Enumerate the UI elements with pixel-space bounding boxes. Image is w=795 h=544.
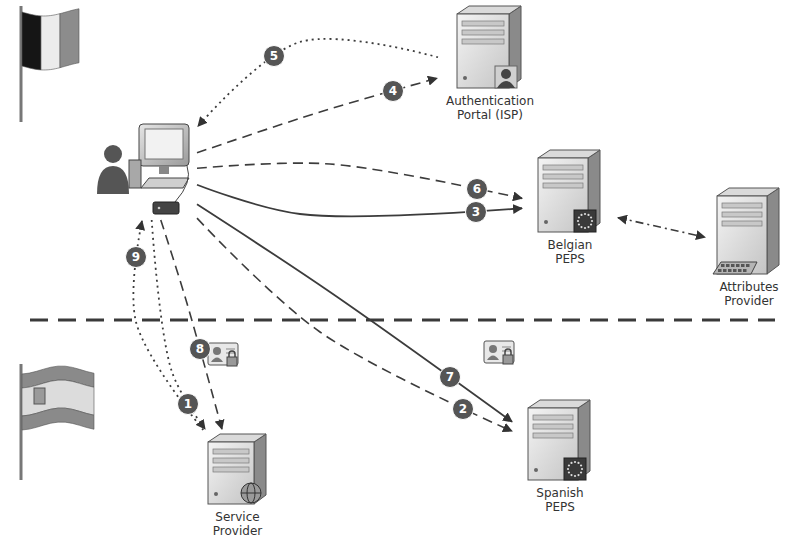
server-node: Spanish PEPS — [515, 398, 605, 514]
callout-number: 4 — [382, 80, 404, 102]
belgian-flag — [41, 14, 60, 70]
flag-emblem — [34, 388, 45, 404]
flow-arrow — [618, 218, 705, 237]
flow-arrow — [198, 39, 438, 126]
server-node: Belgian PEPS — [525, 148, 615, 266]
node-label: Authentication Portal (ISP) — [440, 94, 540, 122]
server-icon — [714, 186, 784, 278]
certificate-icon — [208, 343, 238, 366]
callout-number: 5 — [263, 45, 285, 67]
callout-number: 3 — [465, 201, 487, 223]
belgian-flag — [60, 9, 79, 68]
server-node: Authentication Portal (ISP) — [440, 4, 540, 122]
certificate-icon — [484, 341, 514, 364]
callout-number: 2 — [452, 398, 474, 420]
node-label: Spanish PEPS — [530, 486, 590, 514]
server-node: Service Provider — [190, 432, 285, 538]
node-label: Belgian PEPS — [535, 238, 605, 266]
flow-arrow — [197, 204, 512, 421]
spanish-flag — [22, 408, 94, 430]
node-label: Attributes Provider — [709, 280, 789, 308]
border-divider — [30, 319, 775, 322]
callout-number: 7 — [439, 366, 461, 388]
server-icon — [454, 4, 526, 92]
user-workstation — [95, 122, 195, 218]
flow-arrow — [152, 220, 205, 429]
node-label: Service Provider — [203, 510, 273, 538]
flow-arrow — [197, 218, 512, 431]
callout-number: 9 — [125, 246, 147, 268]
server-icon — [525, 398, 595, 484]
callout-number: 8 — [189, 338, 211, 360]
flow-arrow — [161, 220, 222, 429]
server-node: Attributes Provider — [708, 186, 790, 308]
server-icon — [205, 432, 271, 508]
belgian-flag — [22, 12, 41, 70]
server-icon — [535, 148, 605, 236]
callout-number: 1 — [177, 393, 199, 415]
callout-number: 6 — [466, 178, 488, 200]
user-computer-icon — [97, 122, 193, 218]
country-flags — [21, 6, 94, 480]
